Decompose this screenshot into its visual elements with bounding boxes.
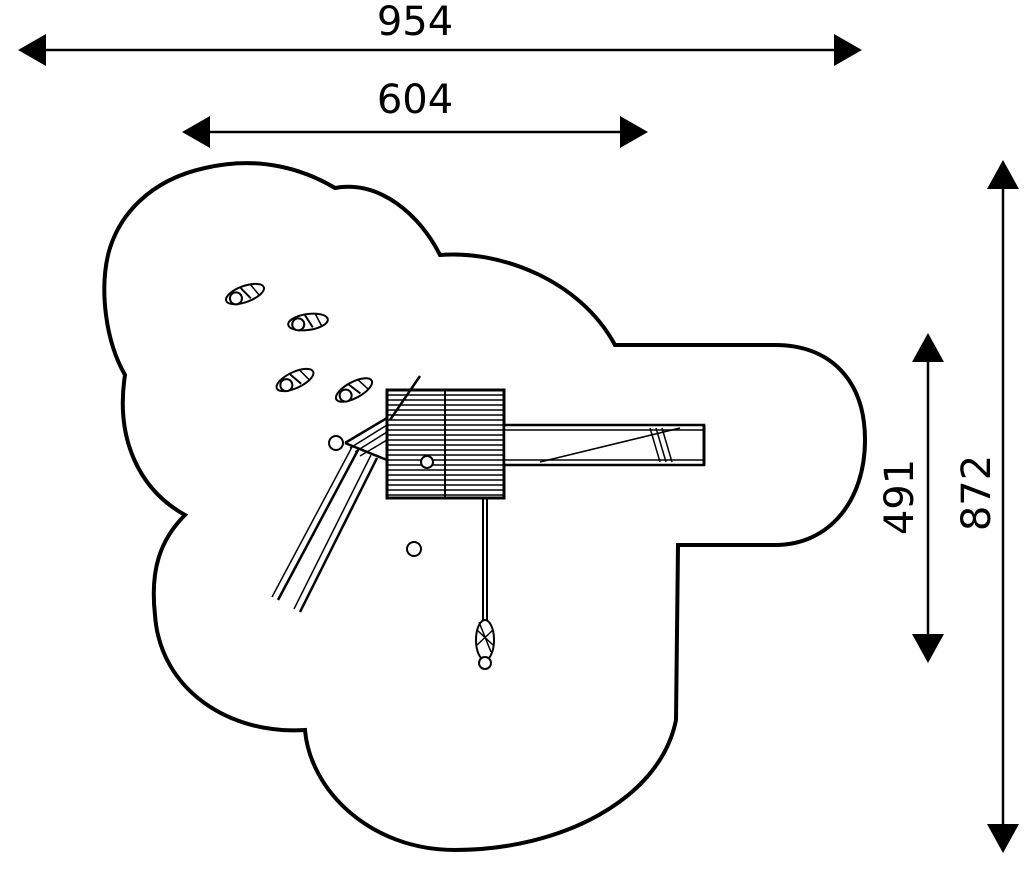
- arrow-right-icon: [620, 116, 648, 148]
- structure-depth-label: 491: [877, 459, 923, 535]
- arrow-up-icon: [987, 160, 1019, 189]
- rope-climber: [475, 498, 495, 670]
- structure-width-label: 604: [377, 77, 453, 123]
- roof-finial: [420, 455, 434, 469]
- access-ramp: [328, 375, 422, 462]
- arrow-left-icon: [182, 116, 210, 148]
- arrow-down-icon: [987, 824, 1019, 853]
- ramp-post: [328, 435, 344, 451]
- tower-roof: [385, 388, 506, 500]
- spring-rocker-3: [272, 363, 318, 397]
- arrow-down-icon: [912, 634, 944, 663]
- overall-width-label: 954: [377, 0, 453, 45]
- dimension-structure-width: 604: [182, 77, 648, 148]
- spring-rocker-1: [222, 278, 268, 310]
- dimension-overall-depth: 872: [954, 160, 1019, 853]
- spring-rocker-4: [331, 372, 377, 408]
- arrow-right-icon: [834, 34, 862, 66]
- arrow-left-icon: [18, 34, 46, 66]
- climbing-rails: [271, 446, 379, 613]
- safety-zone-outline: [102, 161, 868, 853]
- overall-depth-label: 872: [954, 455, 1000, 531]
- slide: [502, 423, 706, 467]
- spring-rocker-2: [286, 310, 330, 334]
- dimension-structure-depth: 491: [877, 333, 944, 663]
- arrow-up-icon: [912, 333, 944, 362]
- post: [406, 541, 422, 557]
- dimension-overall-width: 954: [18, 0, 862, 66]
